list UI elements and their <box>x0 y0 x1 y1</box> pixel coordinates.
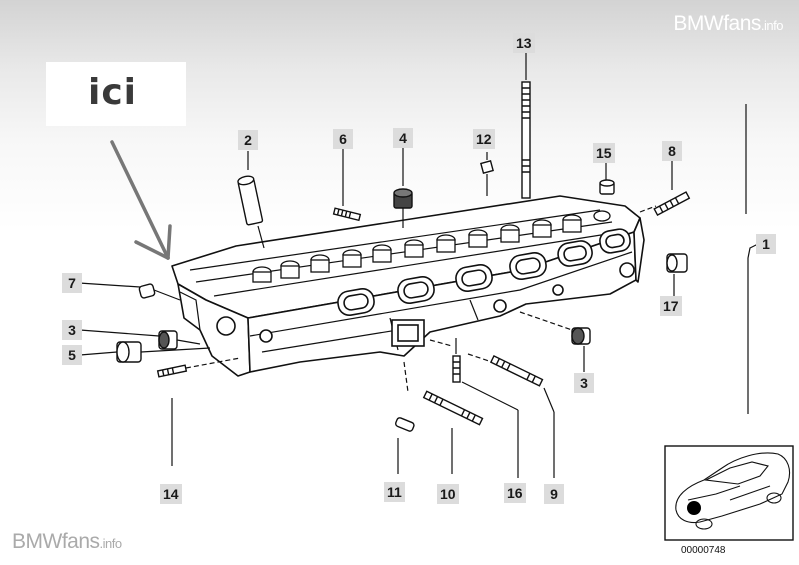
watermark-top-brand: BMWfans <box>673 12 761 35</box>
callout-13: 13 <box>513 33 535 53</box>
leader-lines <box>78 52 759 478</box>
callout-12: 12 <box>473 129 495 149</box>
plug-part-3-left <box>158 330 178 350</box>
long-stud-part <box>521 81 531 199</box>
parts <box>116 81 691 432</box>
stud-part-16 <box>452 355 461 383</box>
watermark-bottom-brand: BMWfans <box>12 530 100 553</box>
callout-3-right: 3 <box>574 373 594 393</box>
callout-6: 6 <box>333 129 353 149</box>
valve-pockets <box>252 210 611 283</box>
callout-10: 10 <box>437 484 459 504</box>
callout-8: 8 <box>662 141 682 161</box>
exhaust-ports <box>216 228 635 347</box>
plug-part <box>599 179 615 195</box>
sleeve-part-5 <box>116 341 142 363</box>
car-outline-icon <box>675 452 791 530</box>
callout-15: 15 <box>593 143 615 163</box>
plug-part-7 <box>138 283 156 299</box>
callout-11: 11 <box>384 482 405 502</box>
watermark-bottom: BMWfans.info <box>12 530 122 554</box>
callout-9: 9 <box>544 484 564 504</box>
watermark-top-suffix: .info <box>760 18 784 33</box>
ici-annotation-box: ici <box>46 62 186 126</box>
dowel-pin-part <box>480 160 494 174</box>
stud-part-10 <box>422 390 484 426</box>
ici-arrow <box>110 140 172 260</box>
plug-part-3-right <box>571 327 591 345</box>
ici-annotation-label: ici <box>88 72 138 113</box>
callout-3-left: 3 <box>62 320 82 340</box>
diagram-reference-code: 00000748 <box>681 545 726 556</box>
stud-part-8 <box>653 191 691 217</box>
callout-1: 1 <box>756 234 776 254</box>
callout-5: 5 <box>62 345 82 365</box>
callout-14: 14 <box>160 484 182 504</box>
engine-location-marker <box>687 501 701 515</box>
stud-part-9 <box>489 354 544 387</box>
callout-17: 17 <box>660 296 682 316</box>
watermark-bottom-suffix: .info <box>99 536 123 551</box>
callout-2: 2 <box>238 130 258 150</box>
valve-stem-seal-part <box>393 188 413 209</box>
dowel-part-11 <box>394 417 415 432</box>
callout-16: 16 <box>504 483 526 503</box>
watermark-top: BMWfans.info <box>673 12 783 36</box>
valve-guide-part <box>237 175 264 226</box>
callout-4: 4 <box>393 128 413 148</box>
stud-part-14 <box>156 364 188 378</box>
callout-7: 7 <box>62 273 82 293</box>
stud-part-6 <box>332 207 362 222</box>
sleeve-part-17 <box>666 253 688 273</box>
car-location-inset <box>664 445 794 541</box>
